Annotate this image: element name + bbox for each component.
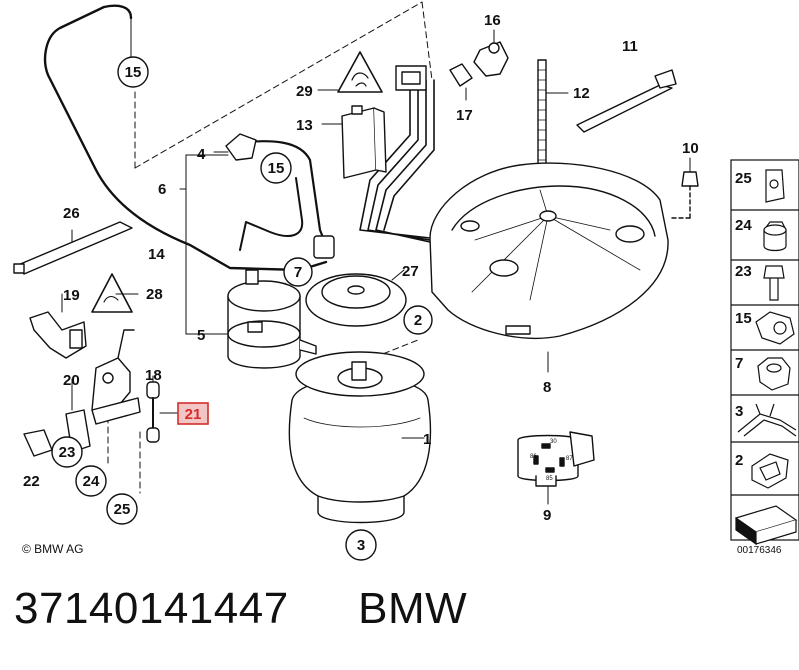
callout-label: 24 [83, 473, 100, 490]
label-1: 1 [423, 431, 431, 448]
cable-tie-icon [17, 221, 133, 275]
legend-row [757, 357, 791, 391]
legend-label: 23 [735, 263, 752, 280]
callout-label: 2 [414, 312, 422, 329]
label-6: 6 [158, 181, 166, 198]
clip-nut-icon [449, 63, 473, 87]
spare-wheel-cover [429, 162, 669, 339]
legend-row [751, 453, 789, 489]
callout-15-top: 15 [117, 56, 149, 88]
part-title: 37140141447 BMW [14, 584, 467, 634]
elbow-fitting-icon [225, 133, 257, 161]
legend-row [763, 265, 785, 301]
legend-label: 7 [735, 355, 743, 372]
pressure-accumulator [227, 269, 317, 369]
callout-15-mid: 15 [260, 152, 292, 184]
page-corner-icon [734, 505, 798, 546]
drawing-number: 00176346 [737, 545, 782, 556]
legend-row [755, 311, 795, 345]
callout-label: 25 [114, 501, 131, 518]
callout-23: 23 [51, 436, 83, 468]
highlight-label: 21 [185, 406, 202, 423]
callout-label: 3 [357, 537, 365, 554]
label-12: 12 [573, 85, 590, 102]
damper-cap [305, 273, 407, 327]
part-labels: 4 6 5 14 26 29 13 27 16 17 11 12 10 8 1 … [23, 12, 699, 524]
part-number: 37140141447 [14, 584, 289, 633]
hose-plug-icon [313, 235, 335, 259]
legend-row [737, 403, 797, 437]
relay-box-icon [341, 107, 377, 179]
callout-label: 15 [268, 160, 285, 177]
label-20: 20 [63, 372, 80, 389]
legend-labels: 25 24 23 15 7 3 2 [735, 170, 752, 469]
label-22: 22 [23, 473, 40, 490]
callout-label: 23 [59, 444, 76, 461]
cable-tie-large-icon [576, 84, 673, 133]
air-line-pipe [44, 4, 328, 272]
pin-label: 30 [550, 439, 557, 445]
label-19: 19 [63, 287, 80, 304]
legend-label: 2 [735, 452, 743, 469]
air-spring-bellows [288, 351, 432, 524]
label-4: 4 [197, 146, 206, 163]
callout-label: 7 [294, 264, 302, 281]
screw-icon [669, 171, 699, 219]
brand-name: BMW [358, 584, 468, 633]
copyright-text: © BMW AG [22, 542, 84, 556]
pin-label: 87 [566, 456, 573, 462]
pin-label: 86 [530, 454, 537, 460]
label-11: 11 [622, 38, 638, 55]
callout-25: 25 [106, 493, 138, 525]
warning-label-icon [337, 51, 383, 93]
label-18-marker: 18 [145, 367, 162, 384]
label-8: 8 [543, 379, 551, 396]
label-28: 28 [146, 286, 163, 303]
wiring-harness [359, 79, 435, 243]
legend-label: 15 [735, 310, 752, 327]
bolt-icon [763, 265, 785, 301]
label-17: 17 [456, 107, 473, 124]
connector-pins: 30 86 87 85 [530, 439, 573, 482]
link-rod-icon [146, 381, 160, 443]
hex-nut-icon [757, 357, 791, 391]
label-29: 29 [296, 83, 313, 100]
legend-panel [730, 159, 799, 546]
label-10: 10 [682, 140, 699, 157]
legend-label: 3 [735, 403, 743, 420]
legend-row [765, 169, 785, 203]
height-sensor-assembly [91, 329, 141, 425]
wire-clip-icon [737, 403, 797, 437]
legend-label: 24 [735, 217, 752, 234]
legend-row [763, 221, 787, 252]
legend-label: 25 [735, 170, 752, 187]
sensor-bracket-icon [29, 311, 87, 359]
label-9: 9 [543, 507, 551, 524]
callout-label: 15 [125, 64, 142, 81]
label-27: 27 [402, 263, 419, 280]
label-5: 5 [197, 327, 205, 344]
plastic-clip-icon [473, 41, 509, 77]
callout-3: 3 [345, 529, 377, 561]
callout-24: 24 [75, 465, 107, 497]
label-14: 14 [148, 246, 165, 263]
small-clip-icon [23, 429, 53, 457]
label-13: 13 [296, 117, 313, 134]
warning-label-small-icon [91, 273, 133, 313]
callout-2: 2 [403, 305, 433, 335]
pin-label: 85 [546, 476, 553, 482]
callout-7: 7 [283, 257, 313, 287]
label-26: 26 [63, 205, 80, 222]
highlight-callout-21[interactable]: 21 [177, 402, 209, 425]
relay-icon [517, 431, 595, 487]
label-16: 16 [484, 12, 501, 29]
